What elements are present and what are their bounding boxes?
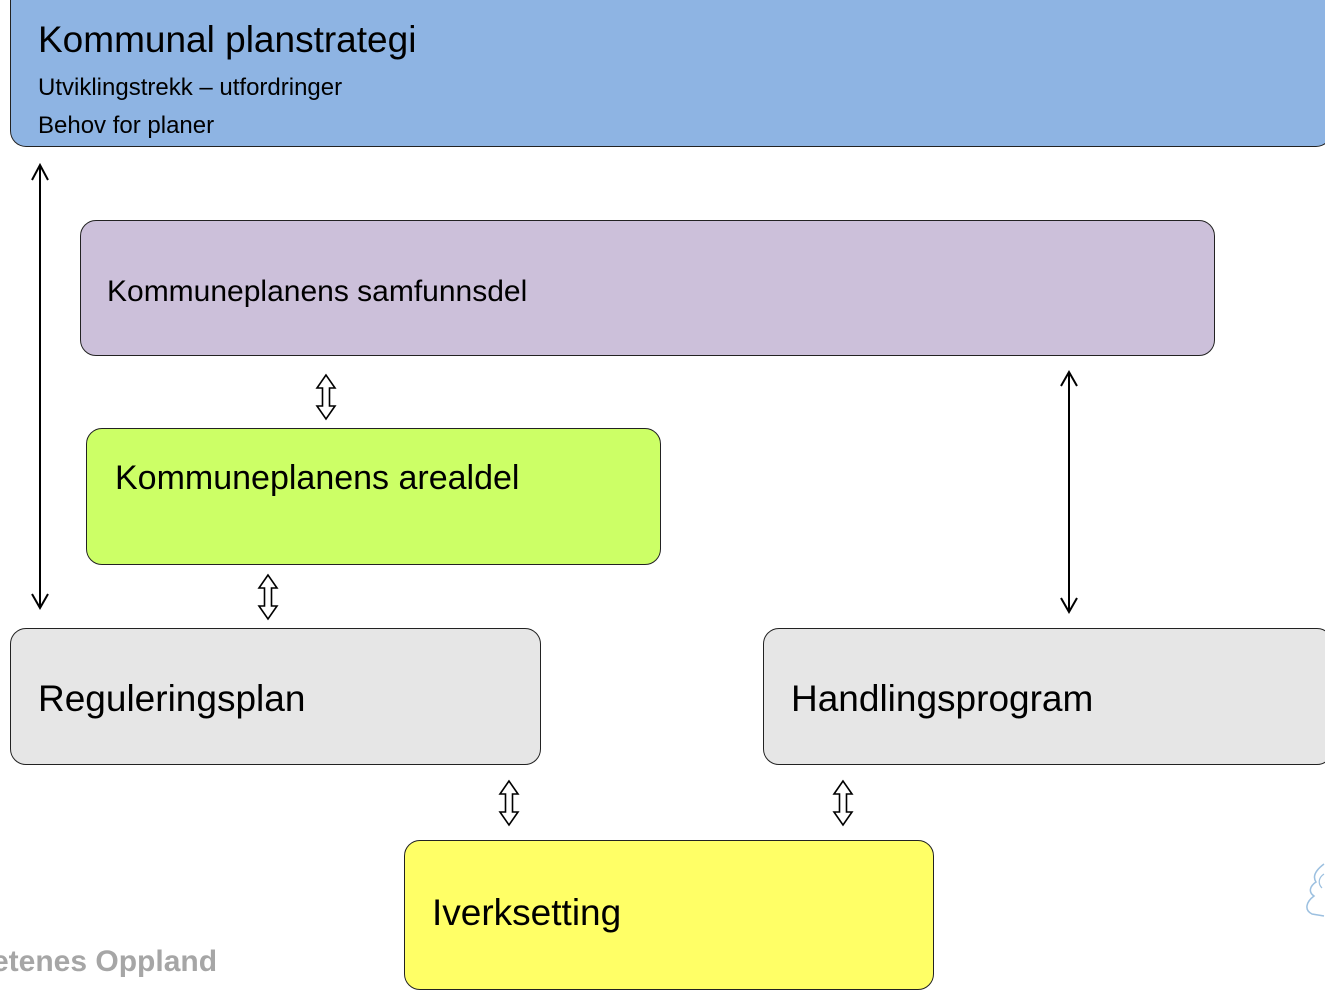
handlingsprogram-box: Handlingsprogram bbox=[763, 628, 1325, 765]
arealdel-label: Kommuneplanens arealdel bbox=[115, 459, 520, 497]
footer-text: etenes Oppland bbox=[0, 945, 218, 978]
iverksetting-label: Iverksetting bbox=[432, 892, 622, 933]
arrow-samfunn-handling bbox=[1060, 369, 1078, 615]
samfunnsdel-label: Kommuneplanens samfunnsdel bbox=[107, 275, 528, 308]
logo-fragment-icon bbox=[1306, 863, 1325, 917]
arealdel-box: Kommuneplanens arealdel bbox=[86, 428, 661, 565]
up-down-arrow-icon bbox=[498, 779, 520, 827]
strategy-line-2: Behov for planer bbox=[38, 112, 215, 139]
reguleringsplan-label: Reguleringsplan bbox=[38, 678, 306, 719]
strategy-box: Kommunal planstrategi Utviklingstrekk – … bbox=[10, 0, 1325, 147]
strategy-line-1: Utviklingstrekk – utfordringer bbox=[38, 74, 343, 101]
up-down-arrow-icon bbox=[257, 573, 279, 621]
arrow-strategy-regulering bbox=[31, 162, 49, 611]
strategy-title: Kommunal planstrategi bbox=[38, 19, 417, 60]
samfunnsdel-box: Kommuneplanens samfunnsdel bbox=[80, 220, 1215, 356]
reguleringsplan-box: Reguleringsplan bbox=[10, 628, 541, 765]
up-down-arrow-icon bbox=[832, 779, 854, 827]
handlingsprogram-label: Handlingsprogram bbox=[791, 678, 1094, 719]
iverksetting-box: Iverksetting bbox=[404, 840, 934, 990]
up-down-arrow-icon bbox=[315, 373, 337, 421]
